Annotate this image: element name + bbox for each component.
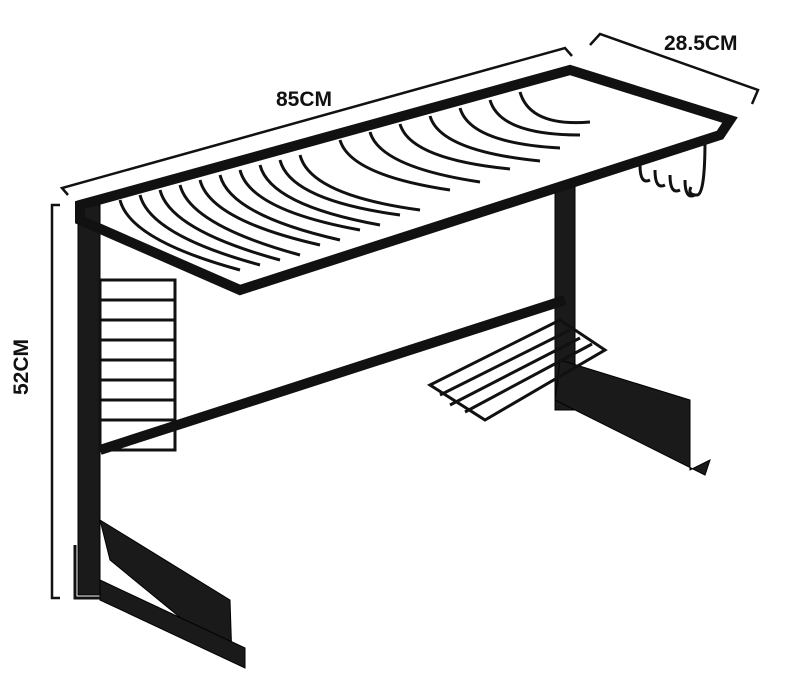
depth-label: 28.5CM xyxy=(664,32,738,55)
width-label: 85CM xyxy=(276,88,333,111)
utensil-hooks xyxy=(638,139,707,198)
height-label: 52CM xyxy=(10,338,33,395)
dimension-lines xyxy=(50,32,760,600)
dish-slots xyxy=(118,91,591,272)
